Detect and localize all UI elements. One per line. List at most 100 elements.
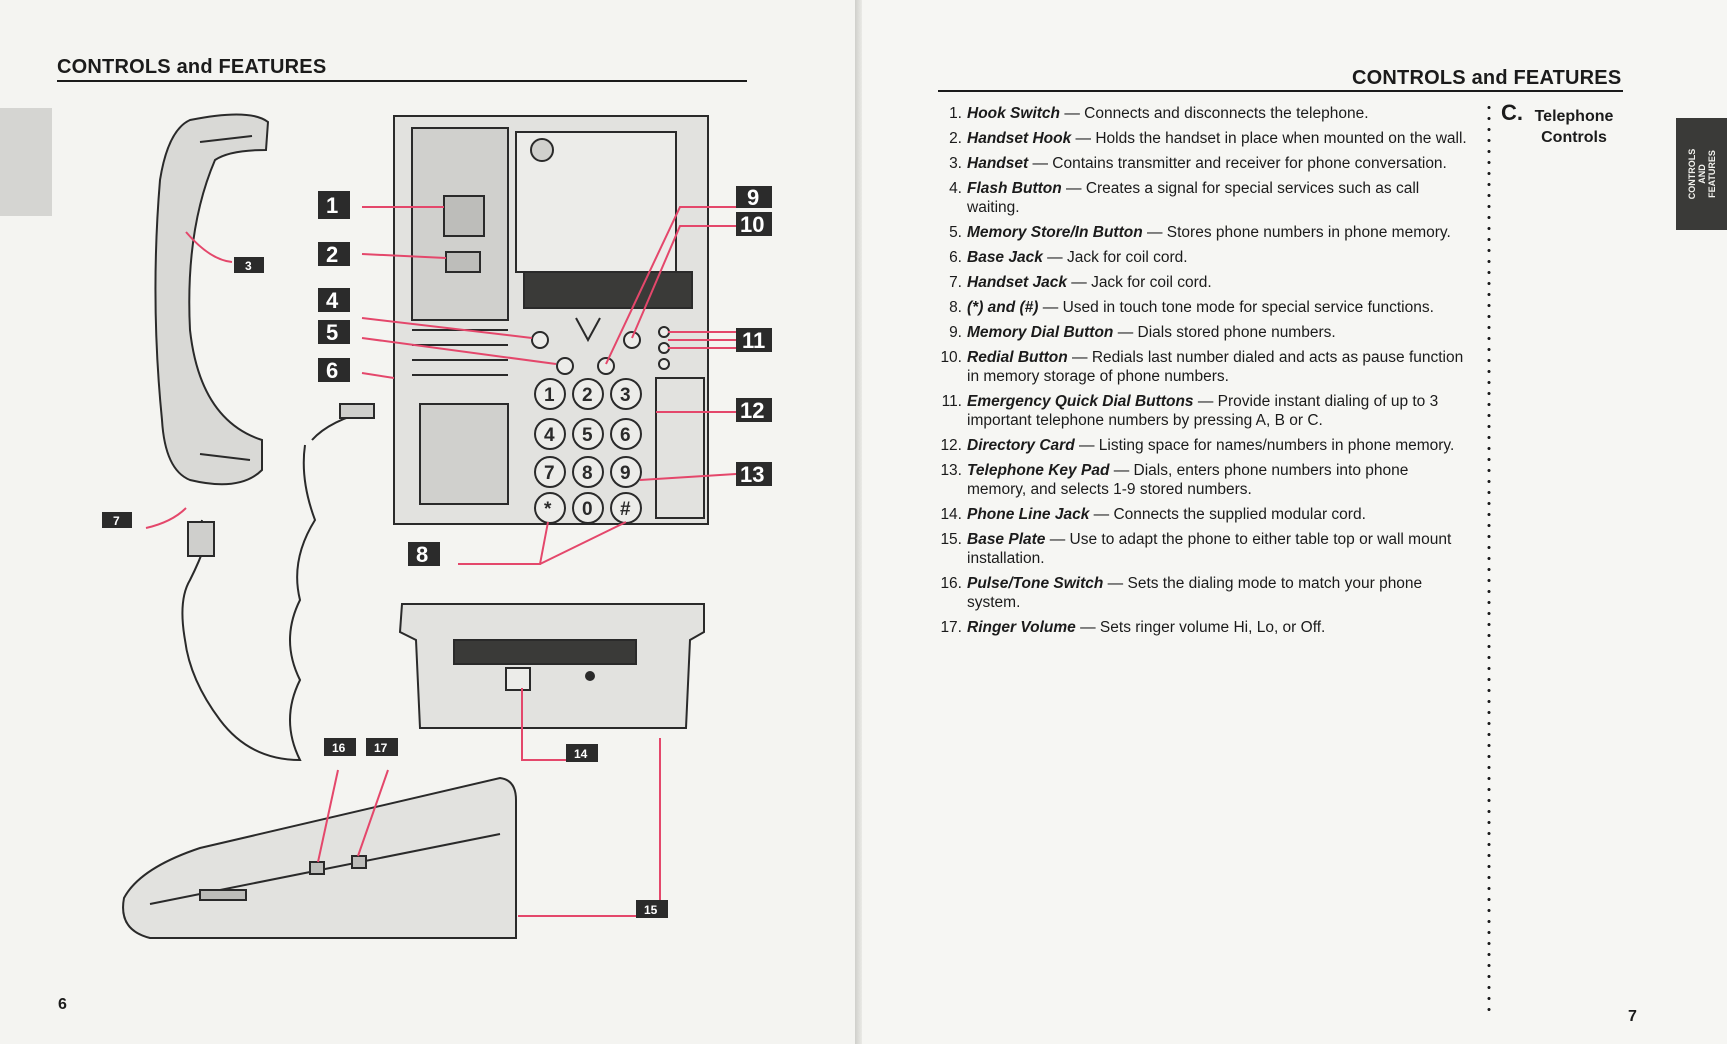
item-term: (*) and (#) bbox=[967, 299, 1038, 316]
key-3-label: 3 bbox=[620, 385, 631, 406]
callout-12-label: 12 bbox=[740, 398, 764, 423]
right-header-rule bbox=[938, 90, 1623, 92]
key-star-label: * bbox=[544, 499, 552, 520]
item-number: 13. bbox=[928, 461, 962, 480]
callout-13-label: 13 bbox=[740, 462, 764, 487]
item-term: Flash Button bbox=[967, 180, 1062, 197]
item-term: Handset Hook bbox=[967, 130, 1071, 147]
callout-11-label: 11 bbox=[742, 328, 765, 353]
item-description: — Holds the handset in place when mounte… bbox=[1071, 130, 1467, 147]
item-term: Handset Jack bbox=[967, 274, 1067, 291]
section-title-line2: Controls bbox=[1530, 127, 1618, 148]
item-term: Base Plate bbox=[967, 531, 1045, 548]
item-term: Hook Switch bbox=[967, 105, 1060, 122]
item-description: — Listing space for names/numbers in pho… bbox=[1075, 437, 1455, 454]
item-number: 12. bbox=[928, 436, 962, 455]
callout-6-label: 6 bbox=[326, 358, 338, 383]
item-number: 8. bbox=[928, 298, 962, 317]
item-term: Base Jack bbox=[967, 249, 1043, 266]
key-9-label: 9 bbox=[620, 463, 631, 484]
item-description: — Dials stored phone numbers. bbox=[1113, 324, 1335, 341]
item-term: Telephone Key Pad bbox=[967, 462, 1109, 479]
item-number: 2. bbox=[928, 129, 962, 148]
list-item: 11.Emergency Quick Dial Buttons — Provid… bbox=[940, 392, 1470, 430]
item-term: Emergency Quick Dial Buttons bbox=[967, 393, 1194, 410]
callout-2-label: 2 bbox=[326, 242, 338, 267]
key-5-label: 5 bbox=[582, 425, 593, 446]
list-item: 1.Hook Switch — Connects and disconnects… bbox=[940, 104, 1470, 123]
list-item: 4.Flash Button — Creates a signal for sp… bbox=[940, 179, 1470, 217]
side-tab-line1: CONTROLS bbox=[1687, 149, 1697, 200]
callout-8-label: 8 bbox=[416, 542, 428, 567]
item-description: — Used in touch tone mode for special se… bbox=[1038, 299, 1433, 316]
chapter-side-tab[interactable]: CONTROLS AND FEATURES bbox=[1676, 118, 1727, 230]
callout-3-label: 3 bbox=[245, 259, 252, 273]
item-term: Redial Button bbox=[967, 349, 1068, 366]
item-description: — Contains transmitter and receiver for … bbox=[1028, 155, 1447, 172]
item-term: Ringer Volume bbox=[967, 619, 1076, 636]
key-0-label: 0 bbox=[582, 499, 593, 520]
item-term: Memory Dial Button bbox=[967, 324, 1113, 341]
item-number: 16. bbox=[928, 574, 962, 593]
handset-drawing-icon bbox=[155, 114, 268, 484]
base-rear-drawing-icon bbox=[400, 604, 704, 728]
telephone-diagram: 1 2 3 4 5 6 7 8 9 * 0 bbox=[0, 0, 862, 1044]
callout-15-label: 15 bbox=[644, 903, 658, 917]
list-item: 6.Base Jack — Jack for coil cord. bbox=[940, 248, 1470, 267]
key-2-label: 2 bbox=[582, 385, 593, 406]
section-letter: C. bbox=[1501, 100, 1523, 126]
key-6-label: 6 bbox=[620, 425, 631, 446]
item-number: 7. bbox=[928, 273, 962, 292]
list-item: 5.Memory Store/In Button — Stores phone … bbox=[940, 223, 1470, 242]
item-description: — Connects the supplied modular cord. bbox=[1089, 506, 1366, 523]
callout-7-label: 7 bbox=[113, 514, 120, 528]
key-7-label: 7 bbox=[544, 463, 555, 484]
item-description: — Jack for coil cord. bbox=[1067, 274, 1212, 291]
item-description: — Stores phone numbers in phone memory. bbox=[1143, 224, 1451, 241]
callout-4-label: 4 bbox=[326, 288, 339, 313]
list-item: 9.Memory Dial Button — Dials stored phon… bbox=[940, 323, 1470, 342]
item-number: 1. bbox=[928, 104, 962, 123]
dotted-divider bbox=[1487, 102, 1491, 1012]
list-item: 8.(*) and (#) — Used in touch tone mode … bbox=[940, 298, 1470, 317]
callout-17-label: 17 bbox=[374, 741, 388, 755]
list-item: 14.Phone Line Jack — Connects the suppli… bbox=[940, 505, 1470, 524]
list-item: 3.Handset — Contains transmitter and rec… bbox=[940, 154, 1470, 173]
callout-14-label: 14 bbox=[574, 747, 588, 761]
list-item: 13.Telephone Key Pad — Dials, enters pho… bbox=[940, 461, 1470, 499]
list-item: 17.Ringer Volume — Sets ringer volume Hi… bbox=[940, 618, 1470, 637]
side-tab-line3: FEATURES bbox=[1707, 149, 1717, 200]
item-number: 3. bbox=[928, 154, 962, 173]
callout-1-label: 1 bbox=[326, 193, 338, 218]
callout-10-label: 10 bbox=[740, 212, 764, 237]
side-tab-label: CONTROLS AND FEATURES bbox=[1687, 149, 1717, 200]
item-term: Handset bbox=[967, 155, 1028, 172]
key-4-label: 4 bbox=[544, 425, 555, 446]
callout-16-label: 16 bbox=[332, 741, 346, 755]
item-number: 10. bbox=[928, 348, 962, 367]
item-number: 9. bbox=[928, 323, 962, 342]
item-number: 14. bbox=[928, 505, 962, 524]
section-title: Telephone Controls bbox=[1530, 106, 1618, 148]
right-page-number: 7 bbox=[1628, 1008, 1637, 1026]
list-item: 10.Redial Button — Redials last number d… bbox=[940, 348, 1470, 386]
right-page-header: CONTROLS and FEATURES bbox=[1352, 67, 1621, 90]
left-page: CONTROLS and FEATURES 6 bbox=[0, 0, 862, 1044]
item-number: 11. bbox=[928, 392, 962, 411]
item-term: Directory Card bbox=[967, 437, 1075, 454]
section-title-line1: Telephone bbox=[1530, 106, 1618, 127]
item-term: Pulse/Tone Switch bbox=[967, 575, 1103, 592]
list-item: 12.Directory Card — Listing space for na… bbox=[940, 436, 1470, 455]
item-description: — Jack for coil cord. bbox=[1043, 249, 1188, 266]
key-1-label: 1 bbox=[544, 385, 555, 406]
item-description: — Connects and disconnects the telephone… bbox=[1060, 105, 1368, 122]
list-item: 2.Handset Hook — Holds the handset in pl… bbox=[940, 129, 1470, 148]
callout-9-label: 9 bbox=[747, 185, 759, 210]
item-term: Phone Line Jack bbox=[967, 506, 1089, 523]
callout-5-label: 5 bbox=[326, 320, 338, 345]
item-number: 4. bbox=[928, 179, 962, 198]
list-item: 15.Base Plate — Use to adapt the phone t… bbox=[940, 530, 1470, 568]
controls-list: 1.Hook Switch — Connects and disconnects… bbox=[940, 104, 1470, 643]
item-number: 6. bbox=[928, 248, 962, 267]
